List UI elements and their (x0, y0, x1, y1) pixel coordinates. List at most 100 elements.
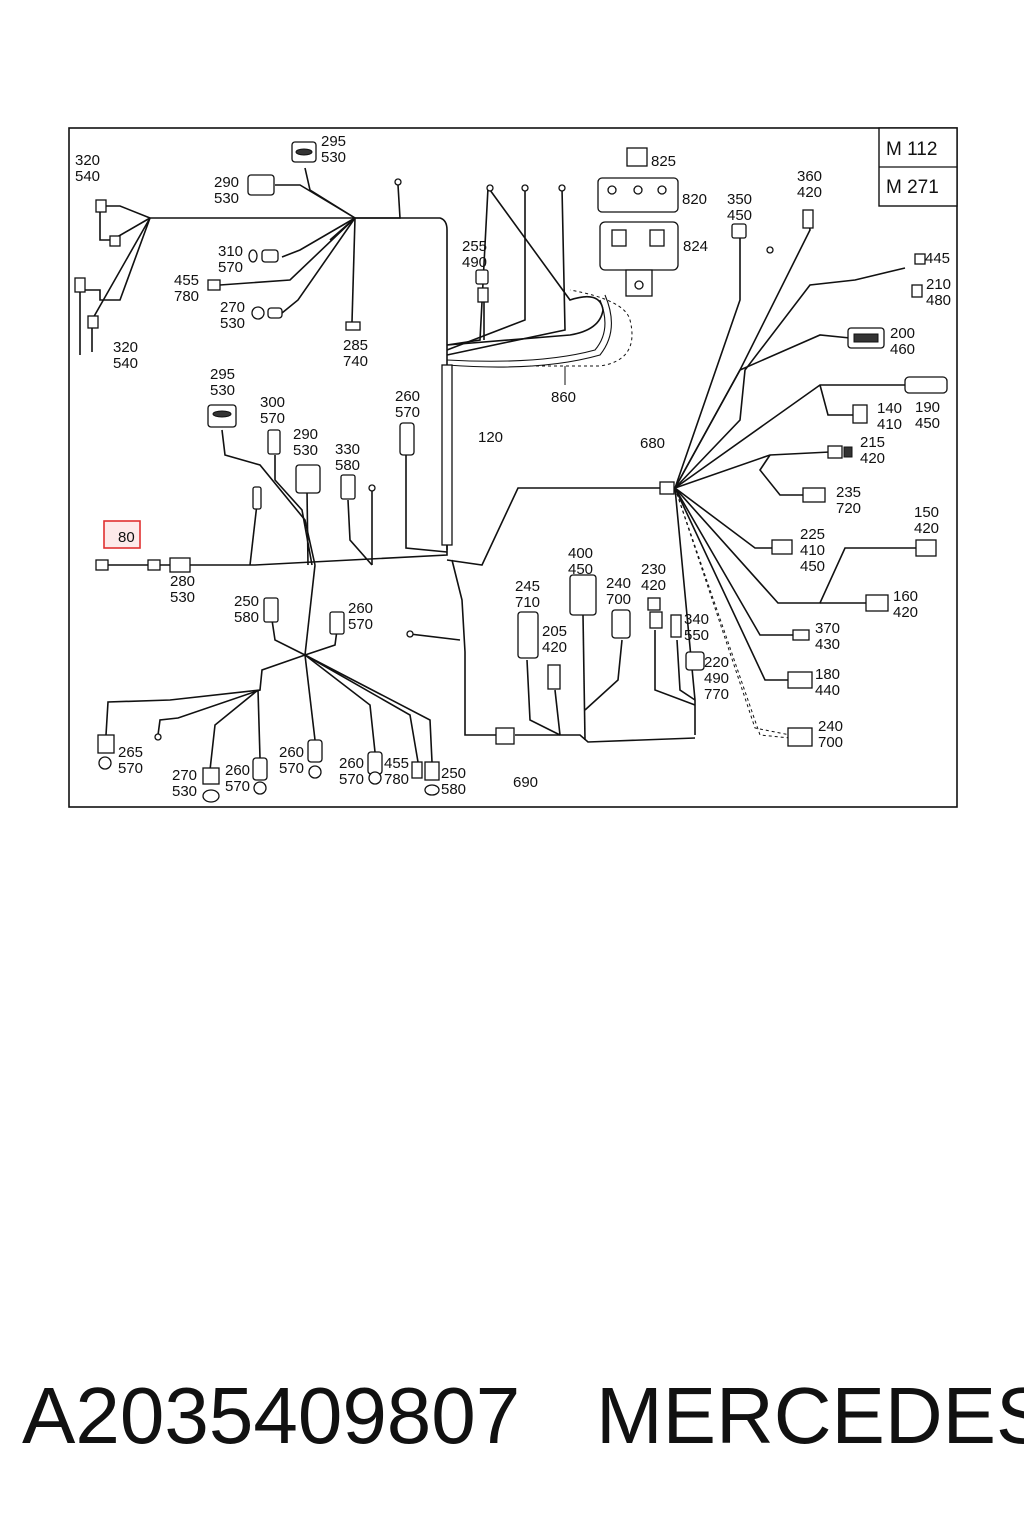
callout-line: 445 (925, 250, 950, 267)
callout-line: 235 (836, 484, 861, 501)
connector-235-720 (802, 487, 826, 503)
connector-320-540-c (74, 277, 86, 293)
callout-line: 455 (384, 755, 409, 772)
connector-330-580 (340, 474, 356, 500)
connector-270-530-bottom (202, 767, 220, 785)
connector-360-420 (802, 209, 814, 229)
connector-260-570-b2 (307, 739, 323, 763)
callout-line: 550 (684, 627, 709, 644)
callout-line: 770 (704, 686, 729, 703)
callout-line: 180 (815, 666, 840, 683)
callout-line: 295 (321, 133, 346, 150)
engine-badge-m271: M 271 (886, 177, 939, 198)
callout-120: 120 (478, 429, 503, 446)
callout-line: 530 (220, 315, 245, 332)
callout-line: 290 (214, 174, 239, 191)
callout-line: 580 (441, 781, 466, 798)
callout-line: 700 (818, 734, 843, 751)
connector-280-530 (169, 557, 191, 573)
sleeve-120 (441, 364, 453, 546)
callout-line: 285 (343, 337, 368, 354)
connector-310-570 (261, 249, 279, 263)
callout-line: 140 (877, 400, 902, 417)
callout-line: 450 (800, 558, 825, 575)
callout-line: 570 (395, 404, 420, 421)
connector-455-780-bottom (411, 761, 423, 779)
callout-line: 400 (568, 545, 593, 562)
callout-line: 420 (860, 450, 885, 467)
part-80-end-b (147, 559, 161, 571)
callout-line: 410 (800, 542, 825, 559)
wiring-diagram-canvas: M 112 M 271 (68, 127, 958, 808)
callout-line: 690 (513, 774, 538, 791)
connector-400-450 (569, 574, 597, 616)
callout-line: 240 (818, 718, 843, 735)
callout-line: 320 (113, 339, 138, 356)
callout-line: 570 (225, 778, 250, 795)
wiring-diagram: M 112 M 271 (68, 127, 958, 808)
callout-line: 190 (915, 399, 940, 416)
connector-240-700-right (787, 727, 813, 747)
connector-370-430 (792, 629, 810, 641)
callout-824: 824 (683, 238, 708, 255)
callout-line: 360 (797, 168, 822, 185)
connector-320-540-b (109, 235, 121, 247)
callout-860: 860 (551, 389, 576, 406)
connector-255-490 (475, 269, 489, 285)
connector-230-420 (647, 597, 661, 611)
callout-line: 440 (815, 682, 840, 699)
diagram-border (68, 127, 958, 808)
callout-line: 530 (293, 442, 318, 459)
callout-line: 280 (170, 573, 195, 590)
callout-line: 160 (893, 588, 918, 605)
callout-line: 245 (515, 578, 540, 595)
brand-name: MERCEDES (596, 1371, 1024, 1460)
connector-455-780-top (207, 279, 221, 291)
footer: A2035409807 MERCEDES (0, 1370, 1024, 1480)
callout-line: 570 (339, 771, 364, 788)
callout-line: 490 (462, 254, 487, 271)
part-820 (597, 177, 679, 213)
connector-250-580-left (263, 597, 279, 623)
connectors (74, 141, 948, 803)
callout-line: 270 (172, 767, 197, 784)
callout-line: 240 (606, 575, 631, 592)
callout-line: 330 (335, 441, 360, 458)
callout-line: 270 (220, 299, 245, 316)
callout-line: 120 (478, 429, 503, 446)
connector-260-570-b3 (367, 751, 383, 775)
callout-line: 215 (860, 434, 885, 451)
connector-205-420 (547, 664, 561, 690)
callout-line: 825 (651, 153, 676, 170)
connector-285-740 (345, 321, 361, 331)
callout-line: 420 (914, 520, 939, 537)
callout-line: 370 (815, 620, 840, 637)
callout-line: 310 (218, 243, 243, 260)
